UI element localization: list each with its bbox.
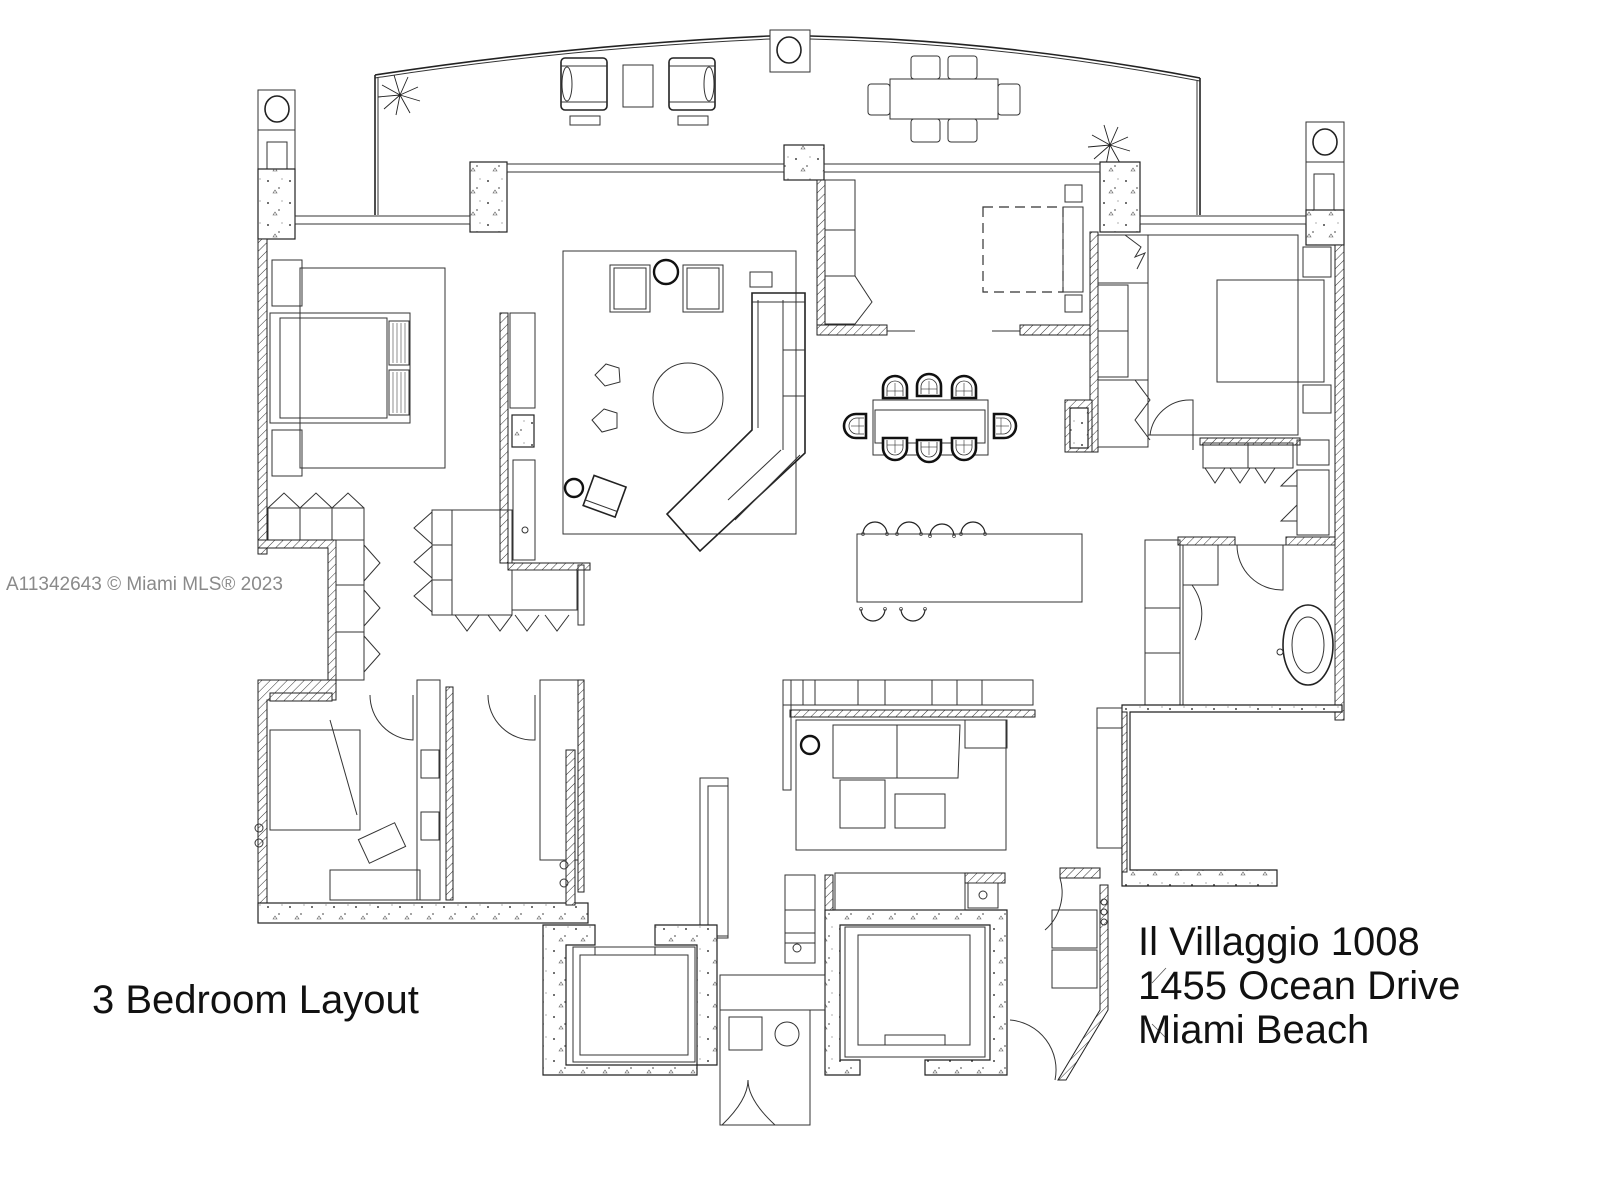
nightstand <box>271 259 303 307</box>
console <box>728 1016 763 1051</box>
side-table <box>964 719 1008 749</box>
side-table <box>622 64 654 108</box>
bathtub <box>1282 604 1334 686</box>
vanity <box>1144 539 1181 706</box>
dining-area <box>842 372 1018 464</box>
ottoman <box>594 363 621 387</box>
family-room <box>782 679 1036 851</box>
bed <box>269 729 361 831</box>
side-table <box>652 258 680 286</box>
bedroom-3 <box>254 679 589 924</box>
dressing-area <box>413 312 591 632</box>
leader-line <box>1151 1023 1167 1039</box>
column <box>769 29 811 73</box>
dryer <box>1051 949 1098 989</box>
washer <box>1051 909 1098 949</box>
outdoor-dining-table <box>867 55 1021 143</box>
double-vanity <box>416 679 441 901</box>
armchair <box>609 264 651 313</box>
layout-title: 3 Bedroom Layout <box>92 978 419 1022</box>
building-unit: Il Villaggio 1008 <box>1138 920 1420 964</box>
nightstand <box>1302 384 1332 414</box>
sofa <box>832 724 961 779</box>
bed <box>1216 279 1325 383</box>
kitchen-island <box>856 521 1083 622</box>
mls-watermark: A11342643 © Miami MLS® 2023 <box>6 574 283 595</box>
desk <box>329 869 421 901</box>
city: Miami Beach <box>1138 1008 1370 1052</box>
sectional-sofa <box>665 292 806 553</box>
nightstand <box>271 429 303 477</box>
laundry <box>1009 867 1109 1081</box>
rug <box>562 250 797 535</box>
nightstand <box>1302 246 1332 278</box>
leader-line <box>1151 967 1167 984</box>
ottoman <box>591 408 618 433</box>
terrace <box>374 29 1201 215</box>
elevator-2 <box>824 909 1008 1076</box>
foyer <box>719 872 1006 1126</box>
guest-area <box>982 184 1084 313</box>
elevator-1 <box>542 924 718 1076</box>
street-address: 1455 Ocean Drive <box>1138 964 1461 1008</box>
interior-walls <box>1096 704 1343 887</box>
coffee-table <box>652 362 724 434</box>
rug <box>299 267 446 469</box>
master-bedroom <box>1064 231 1332 536</box>
closet <box>267 507 365 541</box>
planter-icon <box>1087 124 1131 166</box>
property-address: Il Villaggio 1008 1455 Ocean Drive Miami… <box>1138 920 1460 1052</box>
bed <box>269 312 411 424</box>
planter-icon <box>377 74 421 116</box>
chair <box>357 822 407 864</box>
lounge-chair <box>560 57 608 126</box>
master-bath <box>1144 536 1336 706</box>
ottoman <box>839 779 886 829</box>
lounge-chair <box>668 57 716 126</box>
bedroom-2 <box>257 259 446 681</box>
rug <box>795 719 1007 851</box>
round-table <box>774 1021 800 1047</box>
lounge-chair <box>582 474 628 519</box>
entry-closet <box>816 179 1091 336</box>
living-room <box>562 250 806 553</box>
ottoman <box>894 793 946 829</box>
exterior-walls <box>257 89 1345 721</box>
armchair <box>682 264 724 313</box>
